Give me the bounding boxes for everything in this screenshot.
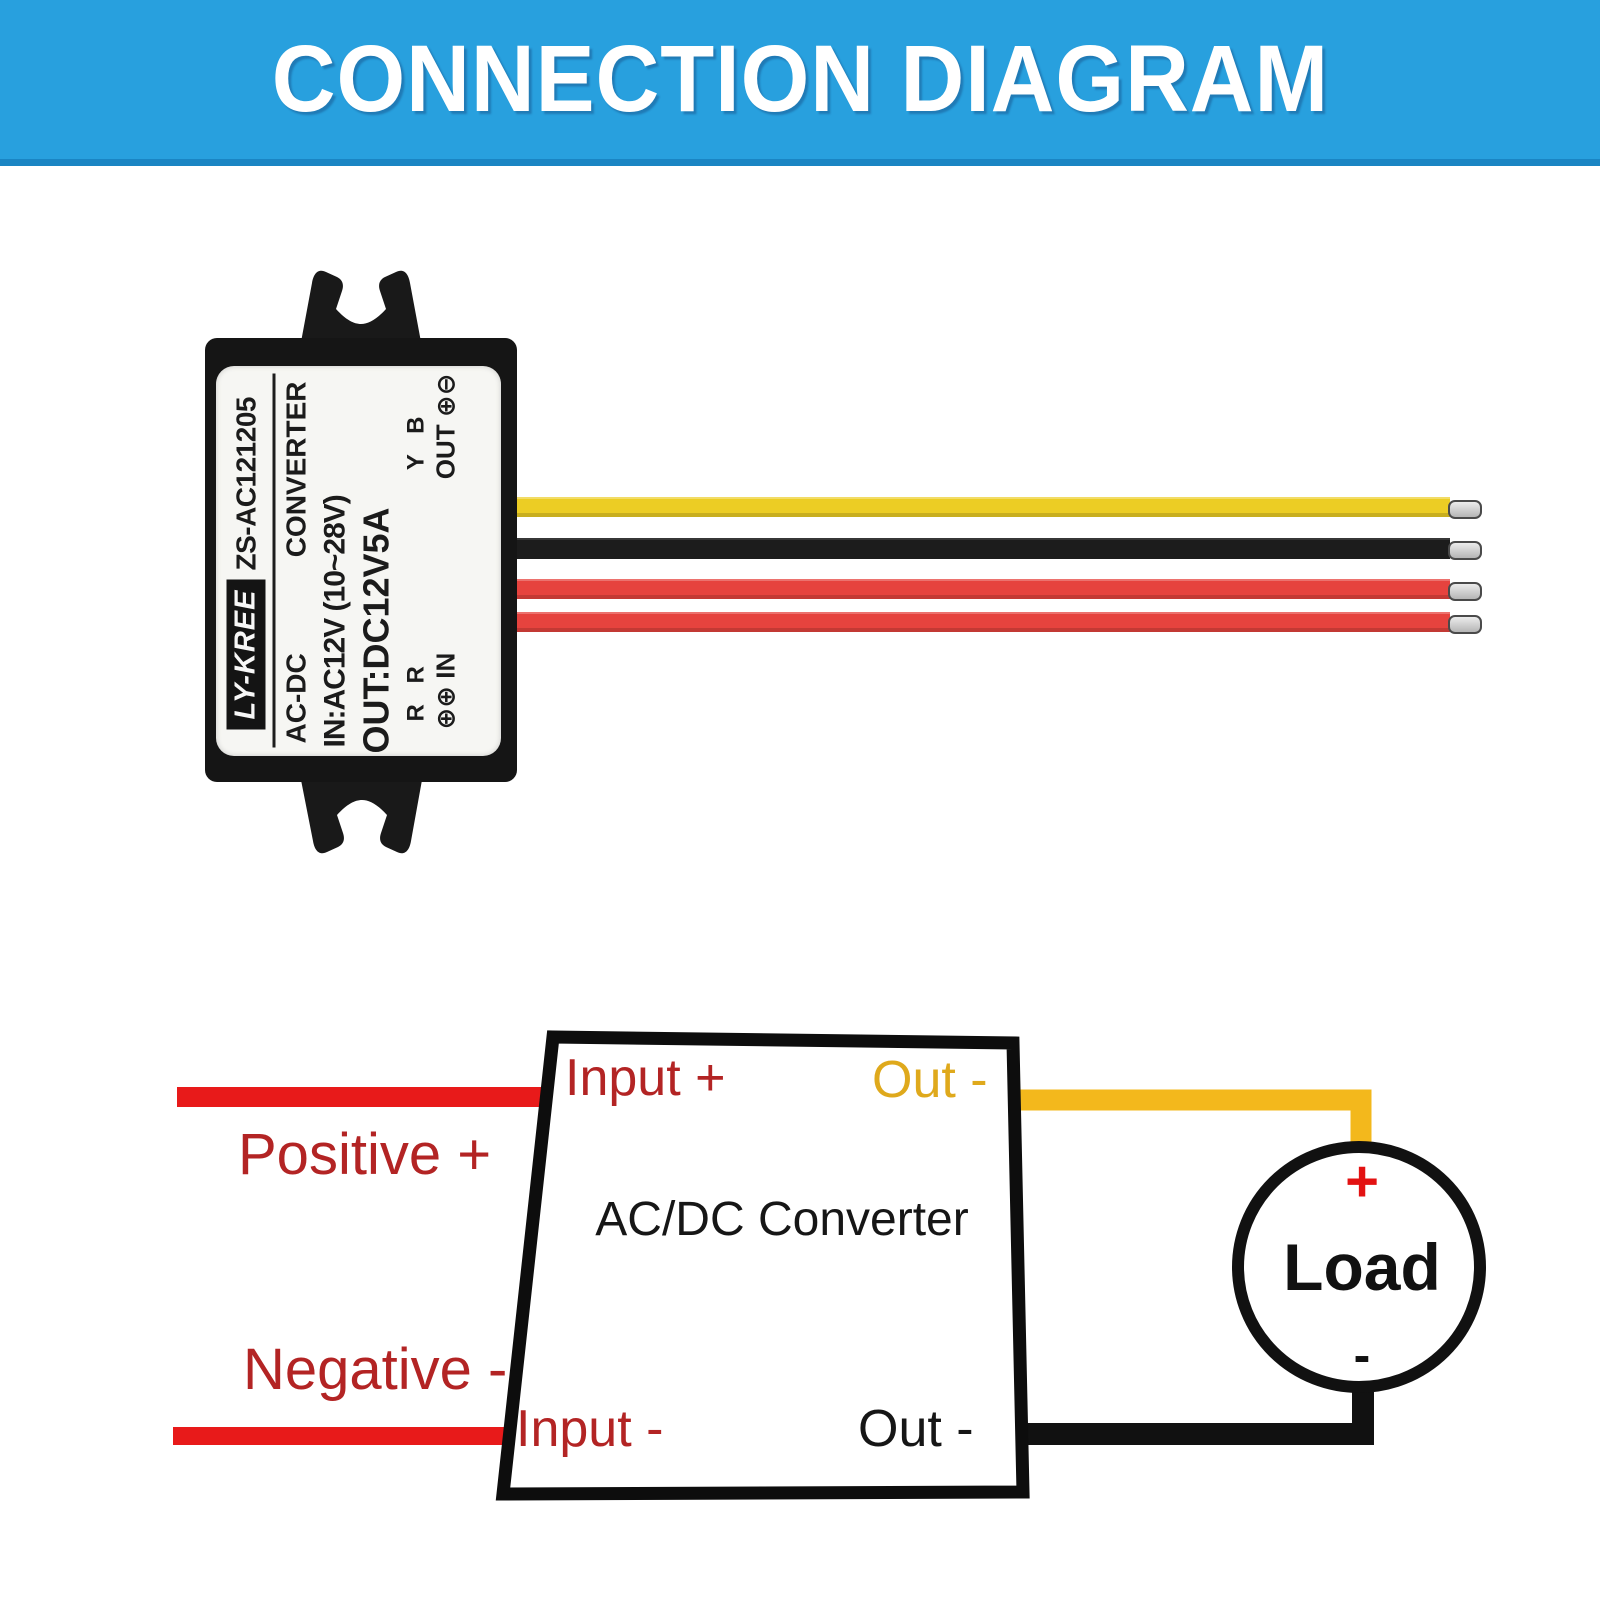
banner: CONNECTION DIAGRAM	[0, 0, 1600, 166]
label-out-bottom: Out -	[858, 1400, 974, 1458]
output-spec: OUT:DC12V5A	[355, 507, 397, 754]
label-positive: Positive +	[238, 1122, 492, 1187]
terminal-letters-row: R R Y B	[403, 410, 431, 722]
load-label: Load	[1283, 1230, 1441, 1304]
input-spec: IN:AC12V (10~28V)	[318, 495, 352, 748]
converter-module-label: LY-KREE ZS-AC121205 AC-DC CONVERTER IN:A…	[216, 366, 501, 756]
module-wire-black	[500, 538, 1450, 559]
wire-tip-red-1	[1448, 582, 1482, 601]
schematic-input-negative-wire	[173, 1427, 510, 1445]
label-out-top: Out -	[872, 1051, 988, 1109]
schematic-drawing	[173, 1030, 1486, 1501]
label-input-minus: Input -	[516, 1400, 664, 1458]
module-wire-red-2	[500, 612, 1450, 632]
brand-logo: LY-KREE	[226, 579, 266, 730]
load-circle	[1232, 1141, 1486, 1393]
label-acdc-converter: AC/DC Converter	[595, 1193, 969, 1246]
wire-tip-black	[1448, 541, 1482, 560]
type-acdc: AC-DC	[280, 653, 312, 744]
wire-tip-yellow	[1448, 500, 1482, 519]
banner-title: CONNECTION DIAGRAM	[271, 26, 1329, 132]
terminal-screws-row: ⊕⊕ IN OUT ⊕⊖	[431, 374, 462, 730]
label-divider	[272, 373, 276, 748]
module-wire-yellow	[500, 497, 1450, 517]
screws-out: OUT ⊕⊖	[430, 373, 461, 480]
module-wire-red-1	[500, 579, 1450, 599]
terminal-letters-yb: Y B	[402, 409, 430, 471]
screws-in: ⊕⊕ IN	[430, 652, 461, 730]
label-input-plus: Input +	[565, 1049, 726, 1107]
load-plus-sign: +	[1345, 1149, 1379, 1214]
schematic-out-negative-wire	[1022, 1385, 1374, 1445]
top-tab-shape	[301, 270, 421, 342]
label-brand-row: LY-KREE ZS-AC121205	[226, 366, 266, 730]
schematic-out-positive-wire	[1010, 1089, 1372, 1152]
label-negative: Negative -	[243, 1337, 508, 1402]
label-rotated-content: LY-KREE ZS-AC121205 AC-DC CONVERTER IN:A…	[217, 366, 502, 756]
wire-tip-red-2	[1448, 615, 1482, 634]
schematic-input-positive-wire	[177, 1087, 557, 1107]
label-type-row: AC-DC CONVERTER	[281, 382, 313, 744]
load-minus-sign: -	[1353, 1327, 1371, 1383]
terminal-letters-rr: R R	[402, 659, 430, 722]
bottom-tab-shape	[301, 780, 422, 854]
type-converter: CONVERTER	[280, 381, 312, 558]
module-mounting-tabs	[301, 270, 422, 854]
model-number: ZS-AC121205	[230, 397, 261, 571]
schematic-converter-box	[495, 1030, 1030, 1501]
